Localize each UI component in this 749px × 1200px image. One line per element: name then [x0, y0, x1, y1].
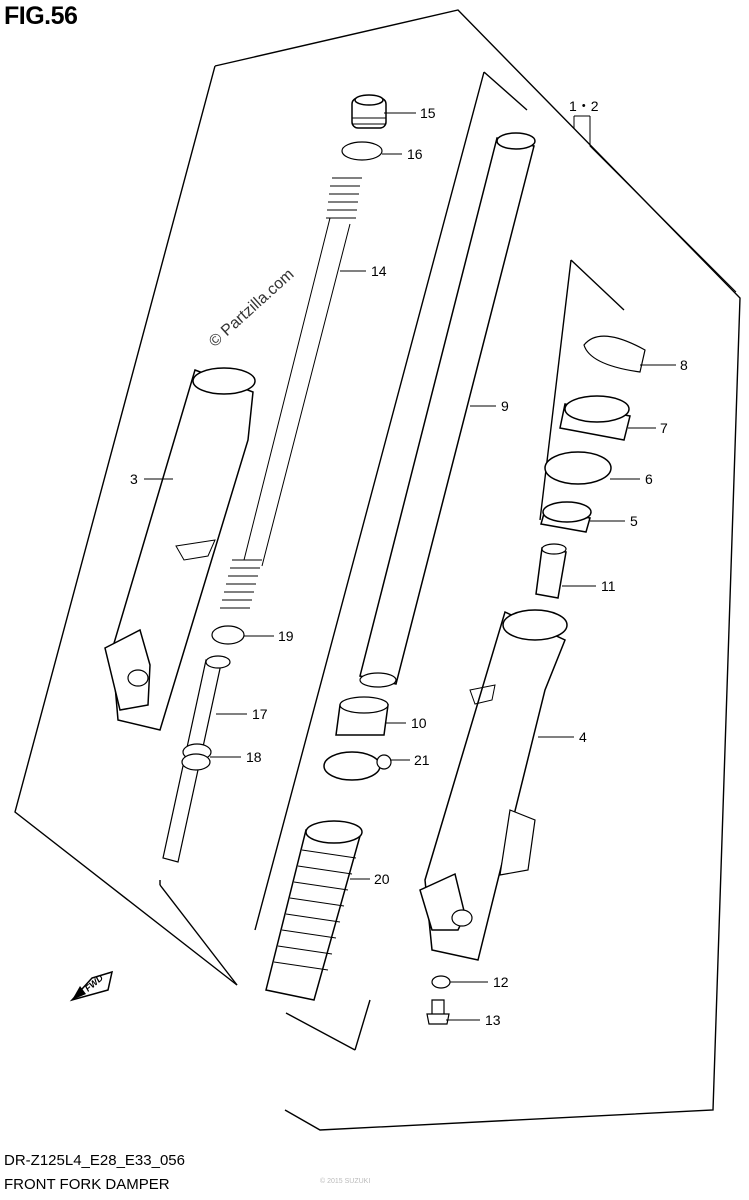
callout-18: 18 [246, 749, 262, 765]
copyright-notice: © 2015 SUZUKI [320, 1178, 371, 1185]
part-18-ring [181, 743, 212, 771]
callout-17: 17 [252, 706, 268, 722]
callout-16: 16 [407, 146, 423, 162]
callout-5: 5 [630, 513, 638, 529]
part-10-bushing [335, 696, 389, 736]
part-14-damper-rod [243, 177, 362, 567]
part-20-dust-boot [265, 820, 363, 1001]
callout-14: 14 [371, 263, 387, 279]
callout-10: 10 [411, 715, 427, 731]
outer-assembly-outline-left [14, 65, 238, 986]
outer-assembly-outline [214, 9, 741, 1131]
part-6-washer [544, 451, 612, 485]
part-7-oil-seal [559, 395, 631, 441]
callout-13: 13 [485, 1012, 501, 1028]
part-4-outer-tube-right [419, 609, 568, 961]
part-13-bolt [426, 999, 450, 1025]
inner-bracket-left [159, 71, 528, 931]
part-12-gasket [431, 975, 451, 989]
part-14-spring-lower [220, 559, 262, 609]
figure-title: FIG.56 [4, 2, 78, 30]
callout-6: 6 [645, 471, 653, 487]
inner-bracket-right [285, 259, 625, 1051]
callout-7: 7 [660, 420, 668, 436]
leader-lines [144, 112, 737, 1021]
callout-3: 3 [130, 471, 138, 487]
callout-9: 9 [501, 398, 509, 414]
callout-15: 15 [420, 105, 436, 121]
part-3-outer-tube-left [104, 367, 256, 731]
callout-12: 12 [493, 974, 509, 990]
callout-4: 4 [579, 729, 587, 745]
callout-8: 8 [680, 357, 688, 373]
callout-19: 19 [278, 628, 294, 644]
callout-1-2: 1・2 [569, 98, 599, 114]
part-9-inner-tube [359, 132, 536, 688]
part-19-ring [211, 625, 245, 645]
callout-11: 11 [601, 578, 616, 594]
callout-20: 20 [374, 871, 390, 887]
part-15-cap-bolt [351, 94, 387, 129]
part-8-circlip [583, 335, 646, 373]
callout-21: 21 [414, 752, 430, 768]
figure-name: FRONT FORK DAMPER [4, 1176, 170, 1193]
fwd-arrow: FWD [69, 970, 114, 1002]
part-21-clamp [323, 751, 392, 781]
inner-bracket-tube [159, 884, 238, 986]
part-11-oil-lock-piece [535, 543, 567, 599]
model-code: DR-Z125L4_E28_E33_056 [4, 1152, 185, 1169]
part-5-bushing [540, 501, 592, 533]
part-16-o-ring [341, 141, 383, 161]
